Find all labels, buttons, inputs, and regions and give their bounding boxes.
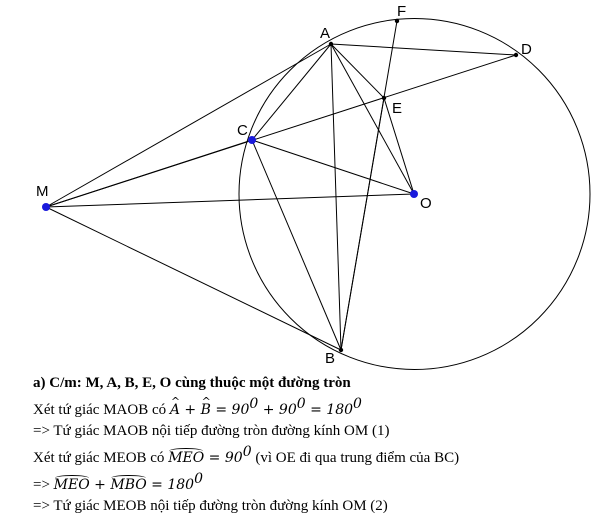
point-m [42,203,50,211]
segment-co [251,139,415,195]
value-90-b: + 90 [258,402,297,418]
reason-text: (vì OE đi qua trung điểm của BC) [251,450,460,466]
step-label: Xét tứ giác MAOB có [33,402,170,418]
value-180-b: = 180 [146,477,195,493]
label-e: E [392,100,402,117]
segment-mc [45,139,253,208]
label-a: A [320,25,330,42]
segment-bf [340,20,398,351]
arrow-prefix: => [33,477,54,493]
point-o [410,190,418,198]
angle-mbo-symbol: MBO [110,475,147,496]
part-a-heading: a) C/m: M, A, B, E, O cùng thuộc một đườ… [33,375,351,391]
geometry-figure: A B C D E F M O [36,3,591,370]
angle-meo-symbol: MEO [168,448,204,469]
angle-b-symbol: B [201,391,212,421]
segment-ab [330,43,342,351]
degree-sup-b: 0 [296,396,306,412]
segment-mb [45,206,342,351]
label-d: D [521,41,532,58]
point-a [328,41,334,47]
point-f [394,18,400,24]
main-circle [238,18,591,370]
value-90-c: = 90 [204,450,243,466]
solution-text: a) C/m: M, A, B, E, O cùng thuộc một đườ… [33,373,588,517]
conclusion-2: => Tứ giác MEOB nội tiếp đường tròn đườn… [33,498,388,514]
degree-sup-e: 0 [194,471,204,487]
degree-sup: 0 [249,396,259,412]
label-m: M [36,183,49,200]
step-label-2: Xét tứ giác MEOB có [33,450,169,466]
step-angle-sum: => MEO + MBO = 1800 [33,469,588,496]
step-meob-angle: Xét tứ giác MEOB có MEO = 900 (vì OE đi … [33,442,588,469]
degree-sup-c: 0 [353,396,362,412]
label-o: O [420,195,432,212]
point-b [338,347,344,353]
segment-cb [251,139,342,351]
value-90: = 90 [210,402,250,418]
segment-ma [45,43,332,208]
segment-ac [251,43,332,141]
step-maob-angles: Xét tứ giác MAOB có A + B = 900 + 900 = … [33,391,588,421]
angle-meo-symbol-2: MEO [54,475,90,496]
segment-ad [330,43,517,56]
point-e [381,95,387,101]
segment-ao [330,43,415,195]
degree-sup-d: 0 [242,444,252,460]
plus-sign-2: + [89,477,111,493]
point-c [248,136,256,144]
segment-oe [383,97,415,195]
point-d [513,52,519,58]
angle-a-symbol: A [170,391,180,421]
label-b: B [325,350,335,367]
plus-sign: + [179,402,201,418]
value-180: = 180 [305,402,354,418]
label-c: C [237,122,248,139]
segment-mo [45,193,415,208]
conclusion-1: => Tứ giác MAOB nội tiếp đường tròn đườn… [33,423,390,439]
label-f: F [397,3,406,20]
segment-ae [330,43,385,99]
